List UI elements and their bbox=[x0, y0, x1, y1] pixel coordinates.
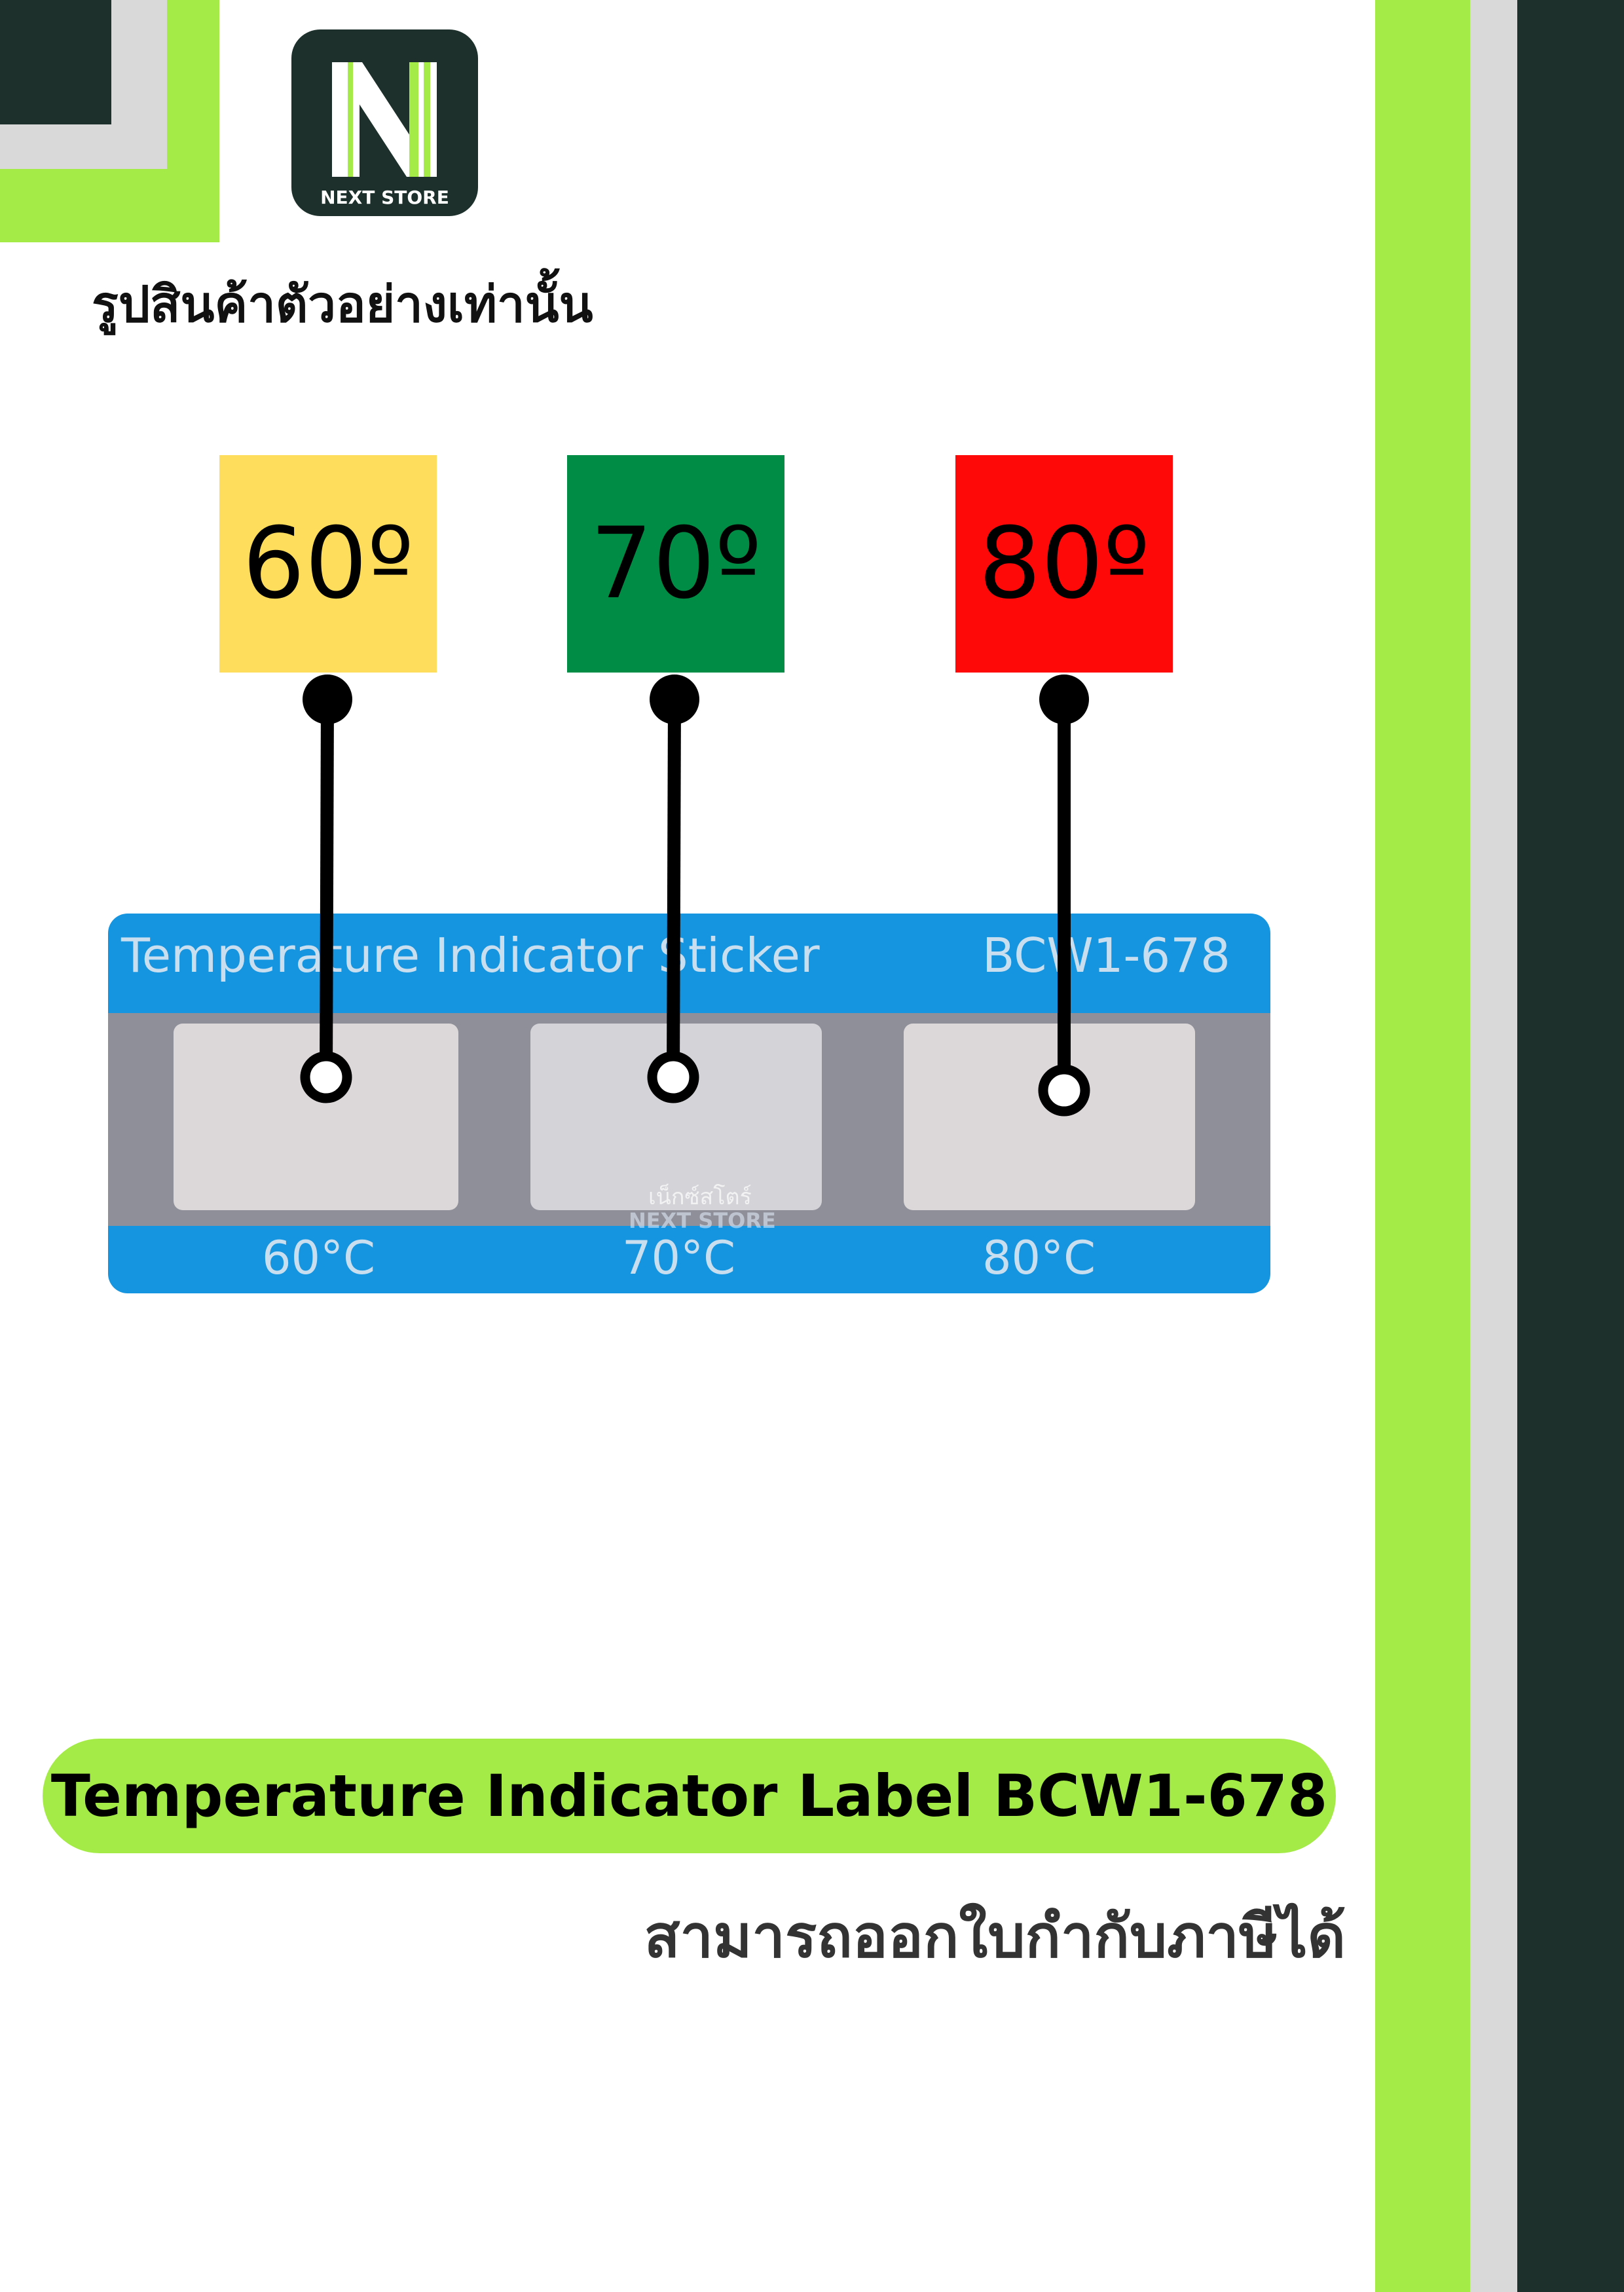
watermark-thai: เน็กซ์สโตร์ bbox=[648, 1184, 752, 1210]
corner-decoration-dark bbox=[0, 0, 111, 124]
sample-image-caption: รูปสินค้าตัวอย่างเท่านั้น bbox=[92, 275, 593, 333]
product-title-banner: Temperature Indicator Label BCW1-678 bbox=[43, 1739, 1336, 1853]
indicator-80-label: 80º bbox=[978, 507, 1150, 621]
product-title: Temperature Indicator Label BCW1-678 bbox=[50, 1762, 1328, 1830]
sticker-temp-60: 60°C bbox=[262, 1231, 375, 1285]
side-stripe-grey bbox=[1470, 0, 1517, 2292]
sticker-swatch-80 bbox=[904, 1024, 1195, 1210]
watermark-english: NEXT STORE bbox=[629, 1208, 776, 1233]
indicator-70-box: 70º bbox=[567, 455, 784, 673]
side-stripe-green bbox=[1375, 0, 1470, 2292]
logo-n-icon bbox=[332, 62, 437, 177]
temperature-sticker-image: Temperature Indicator Sticker BCW1-678 เ… bbox=[108, 914, 1270, 1293]
indicator-60-label: 60º bbox=[242, 507, 414, 621]
indicator-70-label: 70º bbox=[590, 507, 762, 621]
logo-text: NEXT STORE bbox=[320, 187, 449, 208]
sticker-title: Temperature Indicator Sticker bbox=[121, 928, 820, 983]
sticker-temp-70: 70°C bbox=[622, 1231, 735, 1285]
indicator-80-box: 80º bbox=[955, 455, 1173, 673]
sticker-temp-80: 80°C bbox=[982, 1231, 1096, 1285]
brand-logo: NEXT STORE bbox=[291, 29, 478, 216]
side-stripe-dark bbox=[1517, 0, 1624, 2292]
sticker-swatch-60 bbox=[174, 1024, 458, 1210]
sticker-code: BCW1-678 bbox=[982, 928, 1230, 983]
indicator-60-box: 60º bbox=[219, 455, 437, 673]
tax-invoice-note: สามารถออกใบกำกับภาษีได้ bbox=[644, 1902, 1346, 1971]
